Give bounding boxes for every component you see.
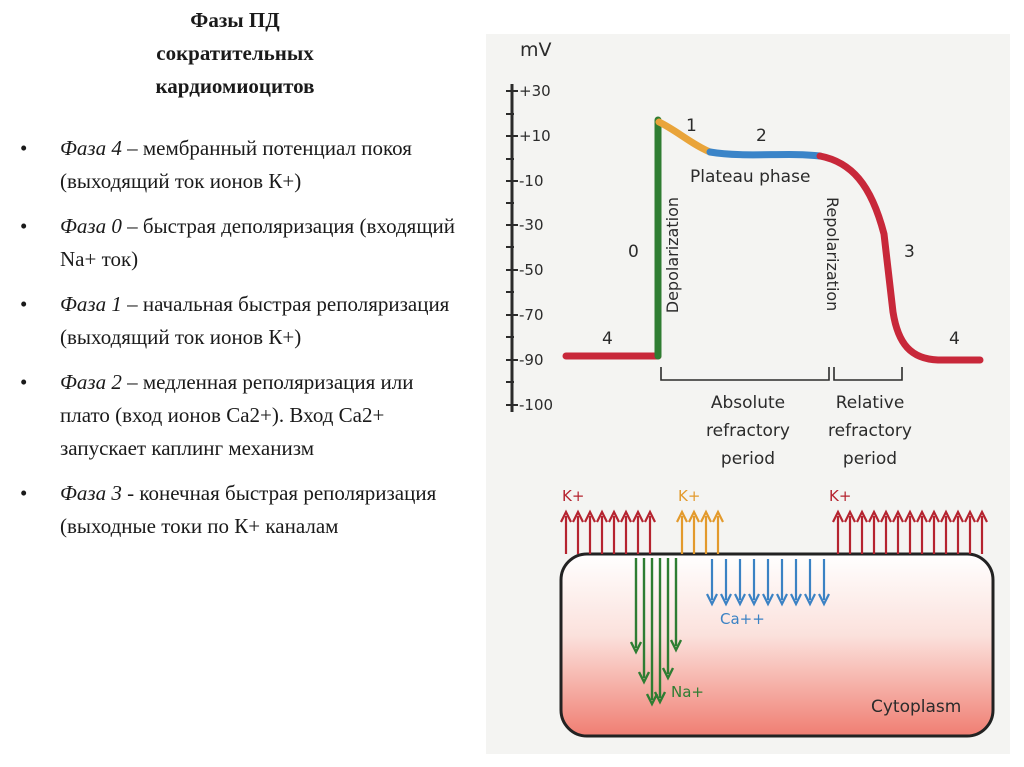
- tick-label: -50: [519, 261, 544, 279]
- phase-4-item: • Фаза 4 – мембранный потенциал покоя (в…: [18, 132, 458, 198]
- phase-1-early-repolarization-segment: [659, 122, 710, 152]
- up-arrow: [645, 512, 655, 554]
- refractory-brackets: [661, 367, 902, 380]
- ca-label: Ca++: [720, 610, 765, 628]
- title-line-1: Фазы ПД: [120, 4, 350, 37]
- tick-label: -30: [519, 216, 544, 234]
- relative-refractory-bracket: [834, 367, 902, 380]
- phase-4-right-number: 4: [949, 329, 960, 349]
- plateau-phase-label: Plateau phase: [690, 167, 810, 187]
- phase-name: Фаза 0: [60, 214, 122, 238]
- k-middle-arrows: [677, 512, 723, 554]
- absolute-line-2: refractory: [706, 421, 790, 441]
- phase-1-number: 1: [686, 116, 697, 136]
- ca-arrows: [707, 559, 829, 604]
- phase-0-item: • Фаза 0 – быстрая деполяризация (входящ…: [18, 210, 458, 276]
- title-line-3: кардиомиоцитов: [120, 70, 350, 103]
- absolute-line-3: period: [721, 449, 775, 469]
- k-left-arrows: [561, 512, 655, 554]
- bullet-mark: •: [20, 288, 27, 321]
- phase-name: Фаза 3: [60, 481, 122, 505]
- tick-label: -90: [519, 351, 544, 369]
- up-arrow: [941, 512, 951, 554]
- slide-title: Фазы ПД сократительных кардиомиоцитов: [120, 4, 350, 103]
- up-arrow: [677, 512, 687, 554]
- relative-refractory-label: Relative refractory period: [828, 393, 912, 469]
- repolarization-label: Repolarization: [823, 197, 842, 311]
- phase-3-number: 3: [904, 242, 915, 262]
- up-arrow: [597, 512, 607, 554]
- k-left-label: K+: [562, 487, 584, 505]
- phase-3-item: • Фаза 3 - конечная быстрая реполяризаци…: [18, 477, 458, 543]
- tick-label: -100: [519, 396, 553, 414]
- up-arrow: [609, 512, 619, 554]
- bullet-mark: •: [20, 210, 27, 243]
- up-arrow: [573, 512, 583, 554]
- k-right-label: K+: [829, 487, 851, 505]
- up-arrow: [917, 512, 927, 554]
- bullet-mark: •: [20, 366, 27, 399]
- up-arrow: [845, 512, 855, 554]
- tick-label: +30: [519, 82, 551, 100]
- phase-name: Фаза 1: [60, 292, 122, 316]
- relative-line-3: period: [843, 449, 897, 469]
- k-middle-label: K+: [678, 487, 700, 505]
- phase-name: Фаза 2: [60, 370, 122, 394]
- up-arrow: [857, 512, 867, 554]
- na-label: Na+: [671, 683, 704, 701]
- up-arrow: [701, 512, 711, 554]
- k-right-arrows: [833, 512, 987, 554]
- tick-label: +10: [519, 127, 551, 145]
- absolute-line-1: Absolute: [711, 393, 785, 413]
- up-arrow: [977, 512, 987, 554]
- action-potential-curve: [566, 120, 980, 360]
- phase-2-plateau-segment: [710, 152, 820, 156]
- absolute-refractory-label: Absolute refractory period: [706, 393, 790, 469]
- up-arrow: [965, 512, 975, 554]
- up-arrow: [869, 512, 879, 554]
- up-arrow: [713, 512, 723, 554]
- phase-4-left-number: 4: [602, 329, 613, 349]
- up-arrow: [905, 512, 915, 554]
- up-arrow: [633, 512, 643, 554]
- phase-name: Фаза 4: [60, 136, 122, 160]
- up-arrow: [689, 512, 699, 554]
- bullet-mark: •: [20, 132, 27, 165]
- up-arrow: [561, 512, 571, 554]
- cytoplasm-label: Cytoplasm: [871, 697, 961, 717]
- phase-2-item: • Фаза 2 – медленная реполяризация или п…: [18, 366, 458, 465]
- bullet-mark: •: [20, 477, 27, 510]
- up-arrow: [929, 512, 939, 554]
- title-line-2: сократительных: [120, 37, 350, 70]
- up-arrow: [953, 512, 963, 554]
- up-arrow: [833, 512, 843, 554]
- axis-unit-label: mV: [520, 39, 552, 61]
- phase-1-item: • Фаза 1 – начальная быстрая реполяризац…: [18, 288, 458, 354]
- phase-list: • Фаза 4 – мембранный потенциал покоя (в…: [18, 132, 458, 555]
- tick-label: -10: [519, 172, 544, 190]
- relative-line-2: refractory: [828, 421, 912, 441]
- tick-label: -70: [519, 306, 544, 324]
- y-axis-tick-labels: +30 +10 -10 -30 -50 -70 -90 -100: [519, 82, 553, 414]
- phase-0-number: 0: [628, 242, 639, 262]
- depolarization-label: Depolarization: [663, 197, 682, 313]
- action-potential-figure: mV +30 +10 -10 -30 -50 -70 -90: [486, 34, 1010, 754]
- relative-line-1: Relative: [836, 393, 905, 413]
- action-potential-diagram: mV +30 +10 -10 -30 -50 -70 -90: [486, 34, 1010, 754]
- absolute-refractory-bracket: [661, 367, 829, 380]
- up-arrow: [893, 512, 903, 554]
- up-arrow: [881, 512, 891, 554]
- up-arrow: [621, 512, 631, 554]
- up-arrow: [585, 512, 595, 554]
- phase-2-number: 2: [756, 126, 767, 146]
